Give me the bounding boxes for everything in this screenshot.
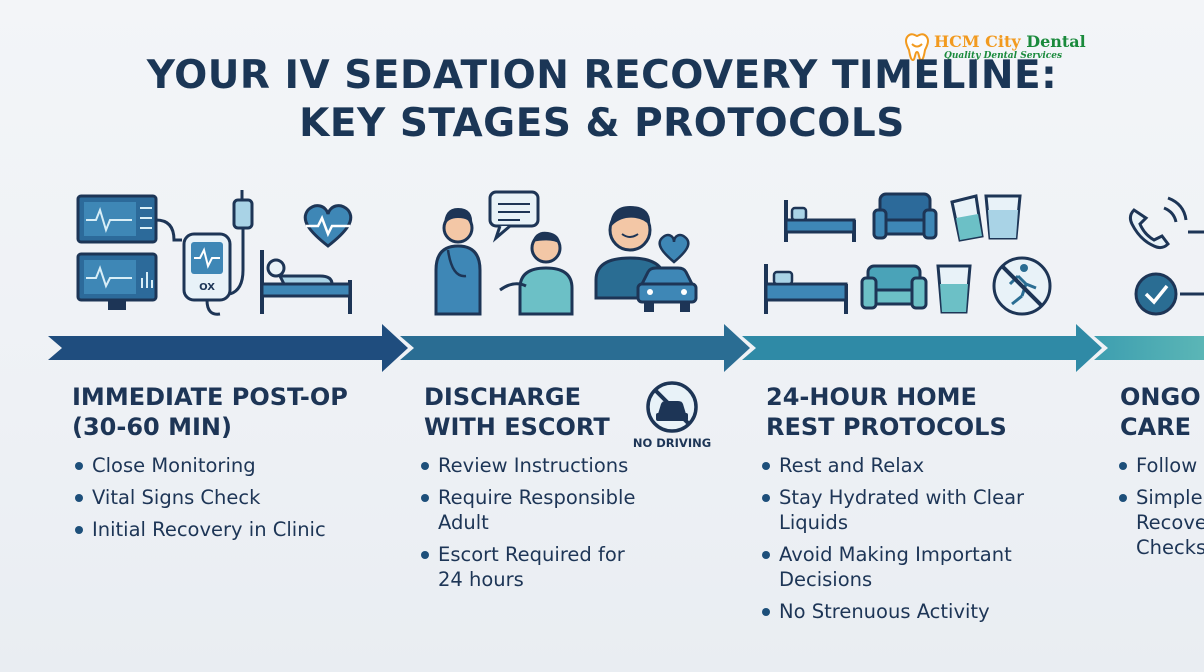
stage3-icon-group: [760, 180, 1060, 320]
stage4-title: ONGO CARE: [1120, 383, 1201, 441]
list-item: Follow: [1118, 453, 1204, 478]
list-item: Vital Signs Check: [74, 485, 326, 510]
speech-bubble-icon: [488, 190, 540, 243]
nurse-icon: [434, 208, 482, 316]
list-item: Close Monitoring: [74, 453, 326, 478]
water-glass-icon: [936, 194, 1022, 314]
check-circle-icon: [1134, 272, 1204, 316]
phone-icon: [1128, 196, 1204, 250]
timeline-segment-4: [1094, 336, 1204, 360]
stage1-bullet-list: Close Monitoring Vital Signs Check Initi…: [74, 453, 326, 549]
heart-pulse-icon: [303, 204, 353, 248]
patient-icon: [499, 231, 574, 316]
stage1-icon-group: OX: [70, 180, 370, 320]
stage1-title: IMMEDIATE POST-OP (30-60 MIN): [72, 383, 348, 441]
iv-drip-icon: [229, 190, 254, 296]
list-item: Initial Recovery in Clinic: [74, 517, 326, 542]
page-title: YOUR IV SEDATION RECOVERY TIMELINE: KEY …: [146, 53, 1058, 146]
clinic-logo: HCM City Dental Quality Dental Services: [904, 30, 1086, 70]
timeline-segment-2: [400, 324, 750, 372]
no-running-icon: [992, 256, 1052, 316]
hospital-bed-icon: [260, 250, 352, 314]
stage2-icon-group: [430, 180, 700, 320]
timeline-arrow-bar: [48, 324, 1204, 372]
car-icon: [636, 266, 698, 312]
list-item: No Strenuous Activity: [761, 599, 1024, 624]
bed-icon: [764, 200, 856, 314]
timeline-segment-3: [742, 324, 1102, 372]
list-item: Rest and Relax: [761, 453, 1024, 478]
list-item: Review Instructions: [420, 453, 635, 478]
logo-name: HCM City Dental: [934, 32, 1086, 51]
monitor-icon: [76, 194, 158, 310]
logo-tagline: Quality Dental Services: [944, 51, 1063, 61]
stage4-icon-group: [1120, 180, 1204, 320]
pulse-oximeter-icon: OX: [182, 232, 232, 316]
heart-icon: [658, 233, 690, 264]
no-driving-icon: [646, 381, 698, 433]
stage2-title: DISCHARGE WITH ESCORT: [424, 383, 610, 441]
svg-text:OX: OX: [199, 282, 215, 293]
timeline-segment-1: [48, 324, 408, 372]
tooth-icon: [905, 33, 929, 62]
stage3-title: 24-HOUR HOME REST PROTOCOLS: [766, 383, 1007, 441]
armchair-icon: [860, 192, 938, 310]
no-driving-badge: NO DRIVING: [632, 380, 712, 454]
